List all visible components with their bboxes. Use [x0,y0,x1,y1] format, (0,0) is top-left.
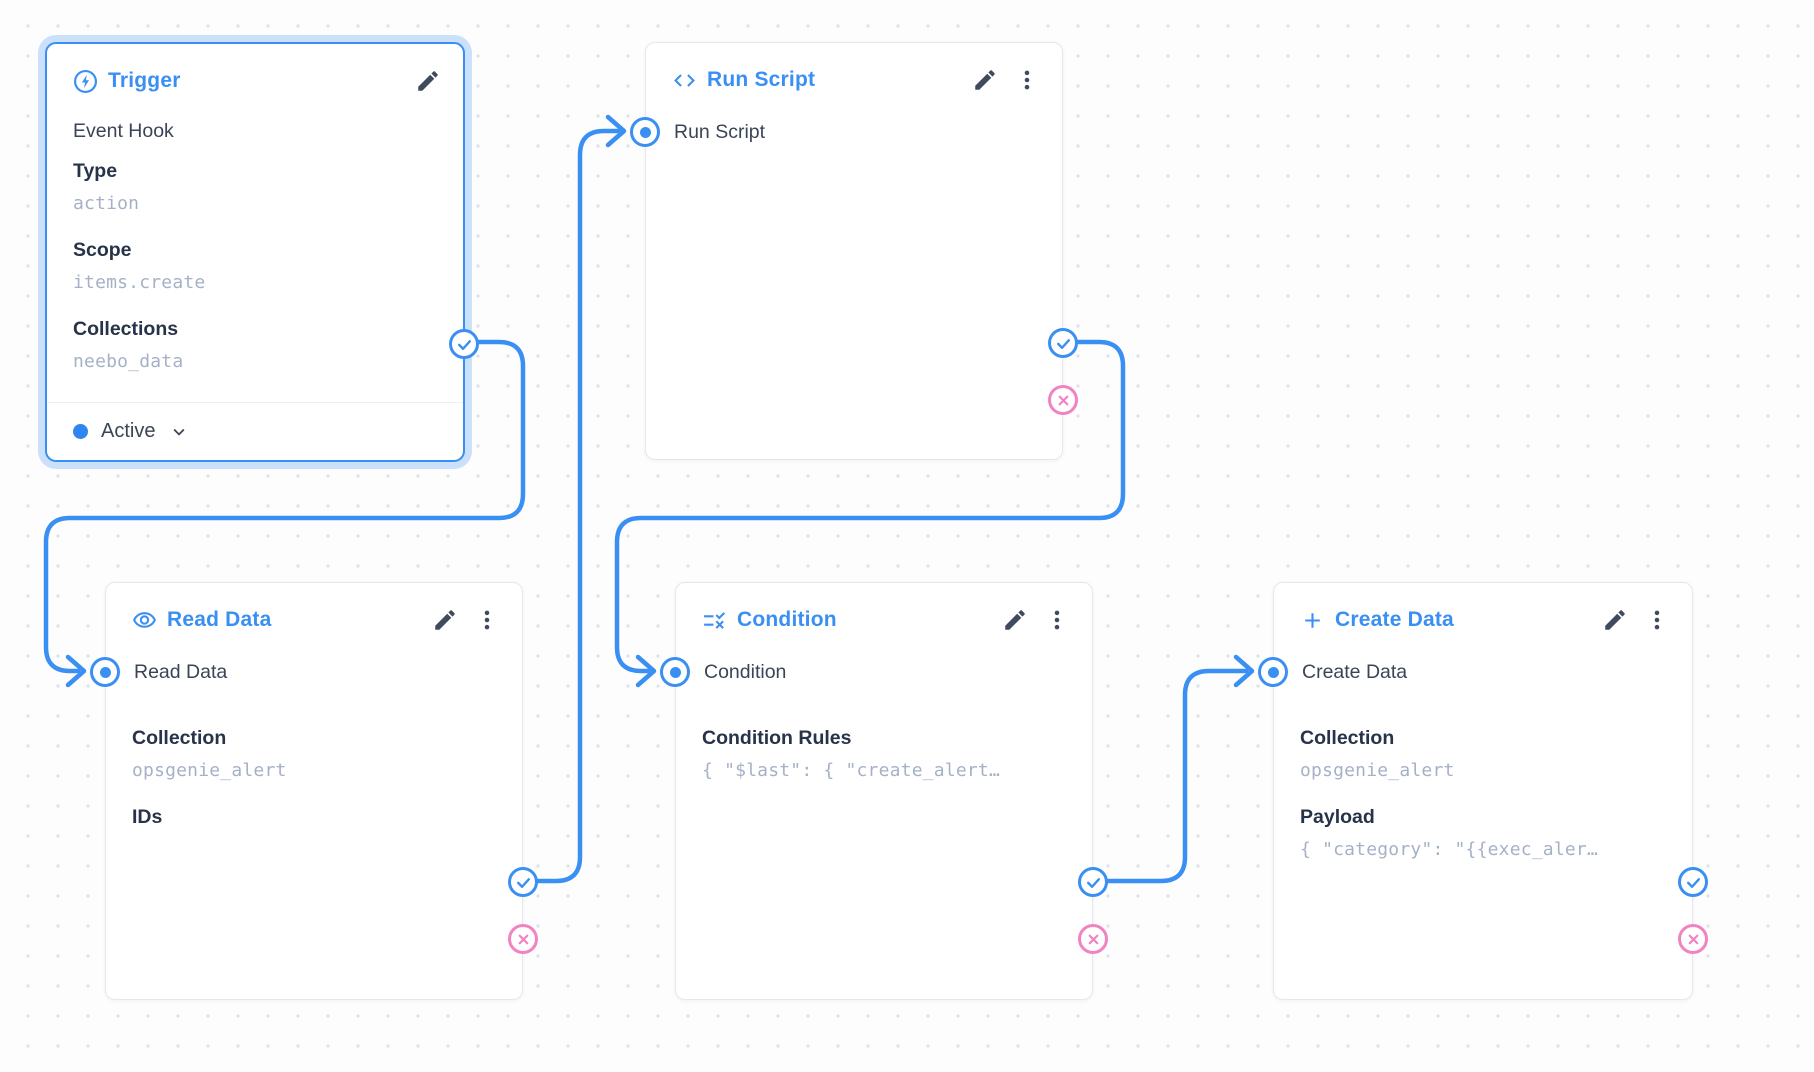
node-title: Create Data [1300,608,1454,633]
node-title: Condition [702,608,837,633]
field-label: Scope [73,239,132,261]
bolt-icon [73,69,98,94]
more-options-icon[interactable] [1644,607,1670,633]
more-options-icon[interactable] [474,607,500,633]
code-icon [672,68,697,93]
field-value: items.create [73,272,206,293]
field-label: Payload [1300,806,1375,828]
field-value: opsgenie_alert [1300,760,1455,781]
node-title: Read Data [132,608,272,633]
rule-icon [702,608,727,633]
edit-icon[interactable] [1002,607,1028,633]
node-title-text: Create Data [1335,608,1454,631]
field-label: Condition Rules [702,727,852,749]
node-header: Run Script [646,43,1062,93]
resolve-connector[interactable] [508,867,538,897]
edge-arrowhead [635,654,657,688]
edge-arrowhead [605,114,627,148]
node-title: Trigger [73,69,181,94]
field-label: Type [73,160,118,182]
trigger-subtitle: Event Hook [73,120,174,142]
edit-icon[interactable] [415,68,441,94]
node-title: Run Script [672,68,815,93]
field-value: { "category": "{{exec_aler… [1300,839,1598,860]
more-options-icon[interactable] [1014,67,1040,93]
eye-icon [132,608,157,633]
field-label: Collection [1300,727,1395,749]
node-trigger[interactable]: Trigger Event Hook Type action Scope ite… [45,42,479,462]
input-connector[interactable] [630,117,660,147]
field-label: Collections [73,318,179,340]
field-label: Collection [132,727,227,749]
node-read-data[interactable]: Read Data Read Data Collection opsgenie_… [90,582,538,1000]
resolve-connector[interactable] [1678,867,1708,897]
field-value: action [73,193,140,214]
node-title-text: Read Data [167,608,272,631]
edge-read-data-run-script [520,128,621,884]
reject-connector[interactable] [1678,924,1708,954]
resolve-connector[interactable] [449,329,479,359]
node-condition[interactable]: Condition Condition Condition Rules { "$… [660,582,1108,1000]
input-connector[interactable] [1258,657,1288,687]
node-title-text: Run Script [707,68,816,91]
node-header: Create Data [1274,583,1692,633]
node-header: Read Data [106,583,522,633]
reject-connector[interactable] [1048,385,1078,415]
edit-icon[interactable] [1602,607,1628,633]
reject-connector[interactable] [508,924,538,954]
edge-arrowhead [1233,654,1255,688]
field-value: { "$last": { "create_alert… [702,760,1000,781]
reject-connector[interactable] [1078,924,1108,954]
edit-icon[interactable] [432,607,458,633]
node-header: Condition [676,583,1092,633]
more-options-icon[interactable] [1044,607,1070,633]
input-label: Run Script [674,121,766,143]
status-label: Active [101,420,156,442]
status-dot [73,424,88,439]
chevron-down-icon [173,428,185,436]
node-header: Trigger [47,44,463,94]
resolve-connector[interactable] [1048,328,1078,358]
node-title-text: Trigger [108,69,181,92]
edge-condition-create-data [1089,668,1249,884]
field-label: IDs [132,806,163,828]
node-title-text: Condition [737,608,837,631]
trigger-status-toggle[interactable]: Active [47,402,463,460]
node-run-script[interactable]: Run Script Run Script [630,42,1078,460]
input-label: Create Data [1302,661,1408,683]
edit-icon[interactable] [972,67,998,93]
input-label: Condition [704,661,787,683]
plus-icon [1300,608,1325,633]
edge-trigger-read-data [43,339,526,674]
resolve-connector[interactable] [1078,867,1108,897]
field-value: neebo_data [73,351,184,372]
field-value: opsgenie_alert [132,760,287,781]
input-connector[interactable] [90,657,120,687]
input-connector[interactable] [660,657,690,687]
node-create-data[interactable]: Create Data Create Data Collection opsge… [1258,582,1708,1000]
edge-arrowhead [65,654,87,688]
input-label: Read Data [134,661,228,683]
edge-run-script-condition [614,339,1126,674]
